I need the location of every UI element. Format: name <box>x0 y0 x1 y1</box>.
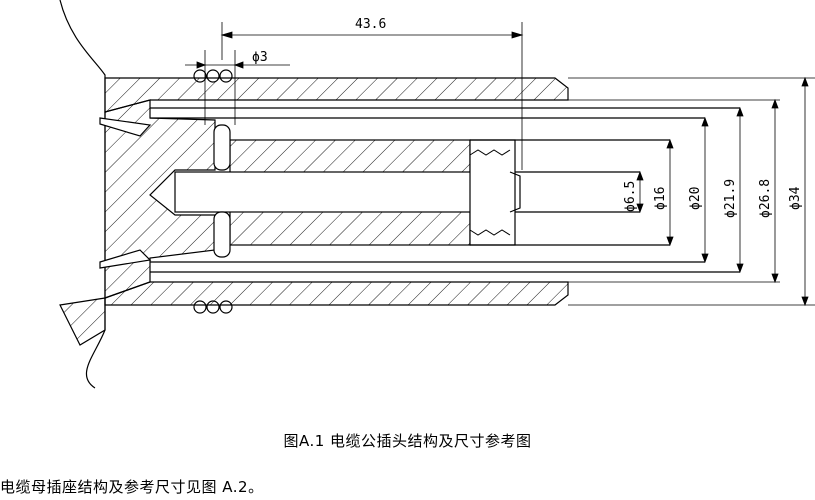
dim-d6: ϕ34 <box>788 186 803 210</box>
inner-lines <box>150 107 740 273</box>
dim-length: 43.6 <box>355 17 386 32</box>
dim-pin-width: ϕ3 <box>252 50 268 65</box>
dimension-lines <box>185 31 809 307</box>
housing-outline <box>59 0 106 389</box>
pin-tip <box>509 171 521 213</box>
dim-d1: ϕ6.5 <box>623 181 638 212</box>
figure-caption: 图A.1 电缆公插头结构及尺寸参考图 <box>283 432 532 450</box>
lower-shell <box>104 281 569 306</box>
upper-shell <box>104 77 569 113</box>
dim-d3: ϕ20 <box>688 187 703 210</box>
thread <box>469 139 516 246</box>
thread-teeth <box>469 149 511 236</box>
retaining-pins <box>213 124 231 258</box>
latch-wedges <box>99 117 152 269</box>
dim-d4: ϕ21.9 <box>723 179 738 218</box>
main-body <box>59 99 216 346</box>
connector-drawing: 43.6 ϕ3 ϕ6.5 ϕ16 ϕ20 ϕ21.9 ϕ26.8 ϕ34 <box>59 0 815 389</box>
sleeve-bore <box>174 171 511 213</box>
dim-d5: ϕ26.8 <box>758 179 773 218</box>
o-rings <box>193 69 233 314</box>
body-text: 电缆母插座结构及参考尺寸见图 A.2。 <box>0 478 264 496</box>
dim-d2: ϕ16 <box>653 187 668 210</box>
extension-lines <box>204 22 815 306</box>
